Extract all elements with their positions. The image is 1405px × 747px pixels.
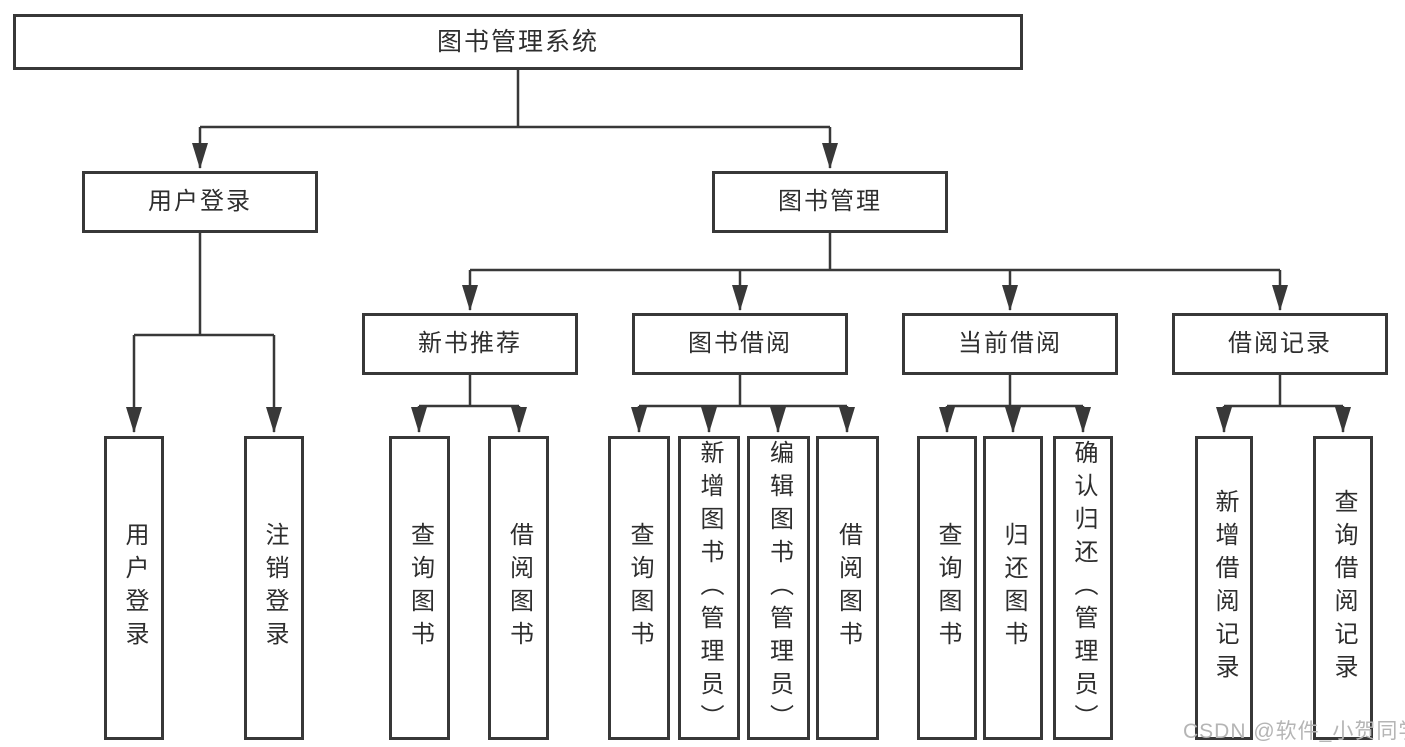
connector-user-login: [126, 233, 282, 433]
node-cb-return-books-label: 归还图书: [1000, 522, 1027, 654]
node-book-management-label: 图书管理: [778, 187, 882, 215]
node-cb-query-books: 查询图书: [917, 436, 977, 740]
connector-new-book-recommend: [411, 375, 527, 433]
connector-borrowing-records: [1216, 375, 1351, 433]
node-logout-action: 注销登录: [244, 436, 304, 740]
node-library-management-system-label: 图书管理系统: [436, 28, 599, 56]
node-current-borrowing: 当前借阅: [902, 313, 1118, 375]
node-cb-confirm-return-label: 确认归还（管理员）: [1070, 439, 1097, 737]
node-cb-confirm-return: 确认归还（管理员）: [1053, 436, 1113, 740]
node-bb-borrow-books-label: 借阅图书: [834, 522, 862, 654]
node-library-management-system: 图书管理系统: [13, 14, 1023, 70]
node-borrowing-records-label: 借阅记录: [1228, 329, 1332, 357]
node-br-add-record: 新增借阅记录: [1195, 436, 1253, 740]
node-bb-edit-books: 编辑图书（管理员）: [747, 436, 810, 740]
connector-root: [192, 70, 838, 169]
node-user-login-action-label: 用户登录: [121, 522, 148, 654]
node-br-query-record-label: 查询借阅记录: [1330, 489, 1357, 687]
node-br-query-record: 查询借阅记录: [1313, 436, 1373, 740]
connector-book-management: [462, 233, 1288, 311]
node-logout-action-label: 注销登录: [261, 522, 288, 654]
node-cb-query-books-label: 查询图书: [934, 522, 961, 654]
node-nbr-query-books-label: 查询图书: [406, 522, 434, 654]
node-book-management: 图书管理: [712, 171, 948, 233]
node-borrowing-records: 借阅记录: [1172, 313, 1388, 375]
node-nbr-borrow-books-label: 借阅图书: [505, 522, 533, 654]
node-bb-edit-books-label: 编辑图书（管理员）: [765, 439, 793, 737]
connector-current-borrowing: [939, 375, 1091, 433]
node-nbr-borrow-books: 借阅图书: [488, 436, 549, 740]
node-bb-query-books-label: 查询图书: [626, 522, 653, 654]
watermark: CSDN @软件_小贺同学: [1183, 720, 1405, 743]
node-current-borrowing-label: 当前借阅: [958, 329, 1062, 357]
node-user-login-label: 用户登录: [148, 187, 252, 215]
node-user-login: 用户登录: [82, 171, 318, 233]
node-nbr-query-books: 查询图书: [389, 436, 450, 740]
node-bb-add-books: 新增图书（管理员）: [678, 436, 740, 740]
connector-book-borrowing: [631, 375, 855, 433]
node-user-login-action: 用户登录: [104, 436, 164, 740]
node-new-book-recommend-label: 新书推荐: [418, 329, 522, 357]
node-bb-query-books: 查询图书: [608, 436, 670, 740]
node-br-add-record-label: 新增借阅记录: [1211, 489, 1238, 687]
node-book-borrowing: 图书借阅: [632, 313, 848, 375]
node-bb-borrow-books: 借阅图书: [816, 436, 879, 740]
node-book-borrowing-label: 图书借阅: [688, 329, 792, 357]
node-new-book-recommend: 新书推荐: [362, 313, 578, 375]
node-bb-add-books-label: 新增图书（管理员）: [696, 439, 723, 737]
node-cb-return-books: 归还图书: [983, 436, 1043, 740]
